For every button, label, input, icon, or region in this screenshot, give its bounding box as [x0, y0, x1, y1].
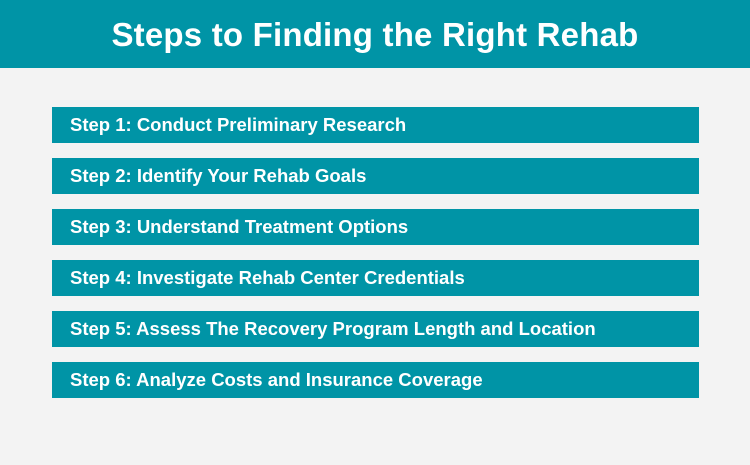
steps-list: Step 1: Conduct Preliminary Research Ste… — [52, 107, 699, 413]
step-label: Step 4: Investigate Rehab Center Credent… — [70, 266, 465, 288]
step-item-6: Step 6: Analyze Costs and Insurance Cove… — [52, 362, 699, 398]
step-label: Step 6: Analyze Costs and Insurance Cove… — [70, 368, 483, 390]
step-item-1: Step 1: Conduct Preliminary Research — [52, 107, 699, 143]
header-banner: Steps to Finding the Right Rehab — [0, 0, 750, 68]
step-item-3: Step 3: Understand Treatment Options — [52, 209, 699, 245]
step-item-5: Step 5: Assess The Recovery Program Leng… — [52, 311, 699, 347]
step-item-2: Step 2: Identify Your Rehab Goals — [52, 158, 699, 194]
step-label: Step 2: Identify Your Rehab Goals — [70, 164, 367, 186]
page-title: Steps to Finding the Right Rehab — [111, 15, 639, 53]
step-label: Step 1: Conduct Preliminary Research — [70, 113, 407, 135]
step-label: Step 5: Assess The Recovery Program Leng… — [70, 317, 596, 339]
step-label: Step 3: Understand Treatment Options — [70, 215, 409, 237]
step-item-4: Step 4: Investigate Rehab Center Credent… — [52, 260, 699, 296]
